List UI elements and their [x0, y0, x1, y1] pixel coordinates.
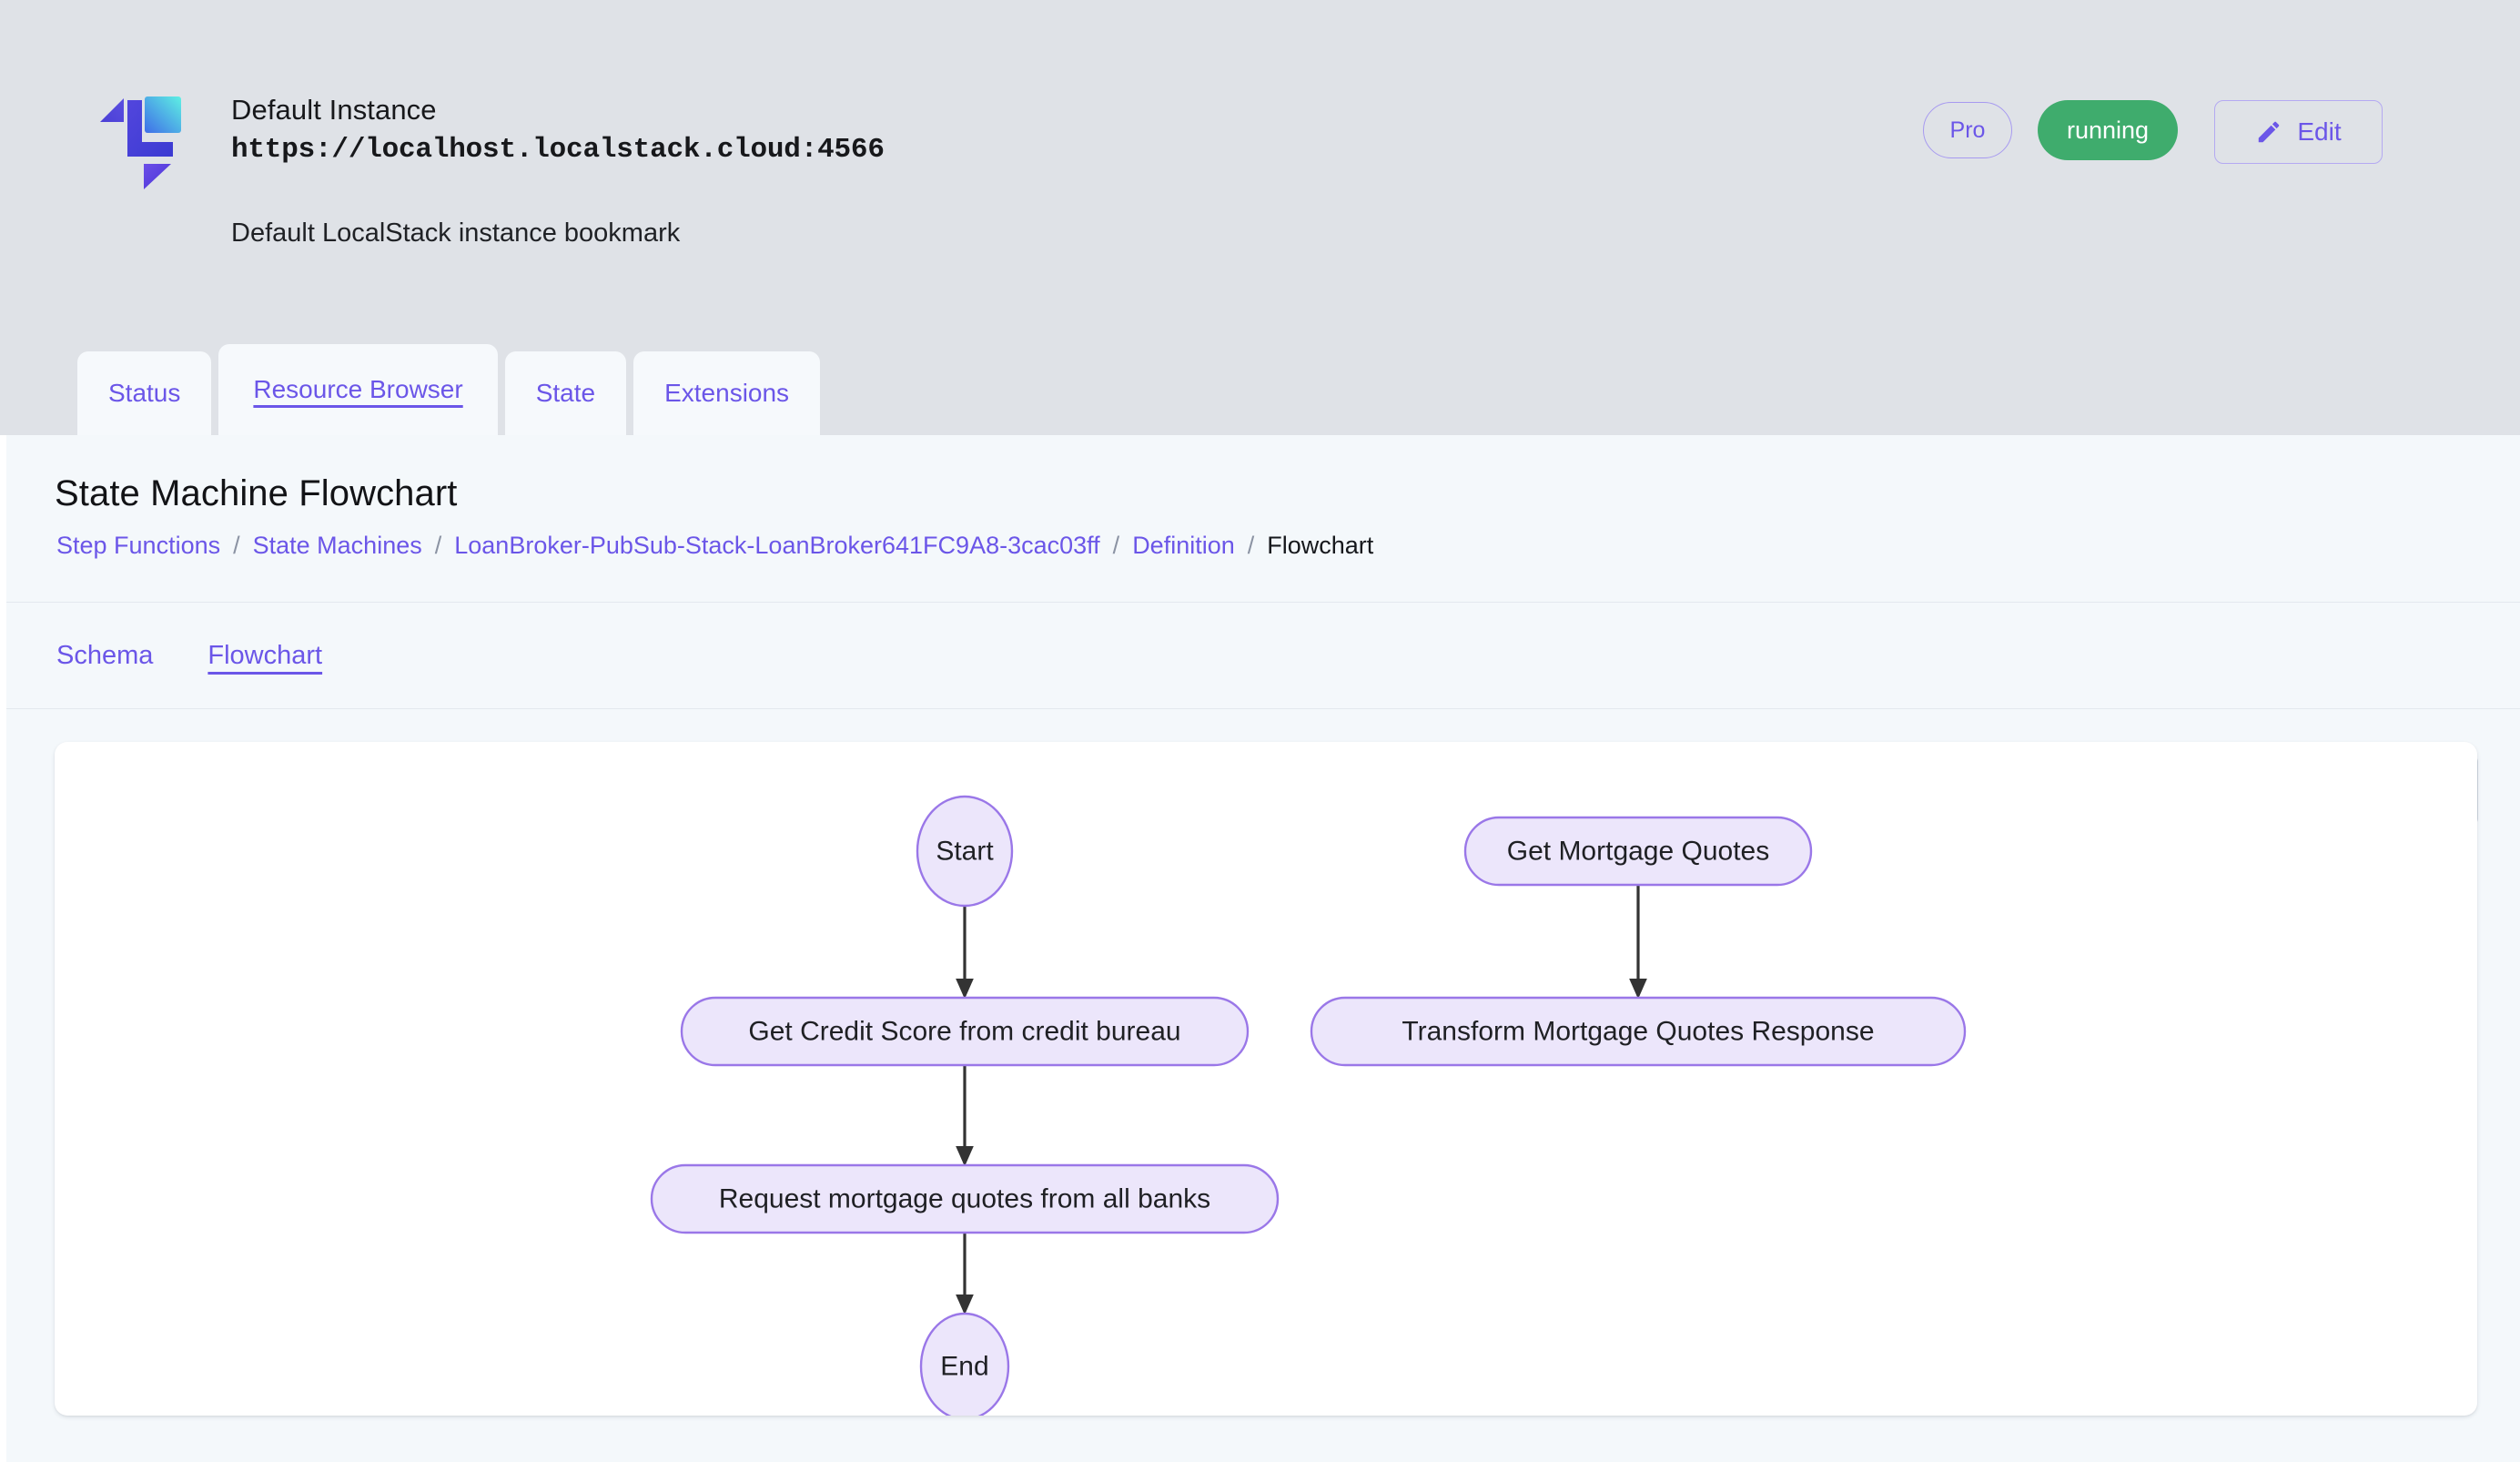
pro-badge[interactable]: Pro	[1923, 102, 2012, 158]
breadcrumb-item-state-machines[interactable]: State Machines	[252, 532, 422, 559]
flowchart-node-end[interactable]: End	[919, 1312, 1010, 1416]
status-badge[interactable]: running	[2038, 100, 2178, 160]
instance-url: https://localhost.localstack.cloud:4566	[231, 134, 885, 166]
tab-extensions[interactable]: Extensions	[633, 351, 821, 435]
breadcrumb-item-flowchart: Flowchart	[1267, 532, 1374, 559]
instance-name: Default Instance	[231, 94, 437, 126]
page-title: State Machine Flowchart	[55, 473, 458, 513]
breadcrumb-item-step-functions[interactable]: Step Functions	[56, 532, 221, 559]
pencil-icon	[2255, 118, 2282, 146]
breadcrumb-separator: /	[1247, 532, 1255, 559]
instance-info: Default Instance https://localhost.local…	[231, 91, 885, 171]
main-tabs: Status Resource Browser State Extensions	[77, 344, 821, 435]
flowchart-node-credit[interactable]: Get Credit Score from credit bureau	[680, 996, 1250, 1067]
flowchart-node-shape	[650, 1163, 1280, 1234]
flowchart-node-start[interactable]: Start	[916, 795, 1014, 908]
subtab-schema[interactable]: Schema	[56, 641, 154, 670]
breadcrumb-item-state-machine-name[interactable]: LoanBroker-PubSub-Stack-LoanBroker641FC9…	[454, 532, 1100, 559]
localstack-logo-icon	[87, 84, 193, 191]
pro-badge-label: Pro	[1949, 117, 1986, 143]
flowchart-node-shape	[1310, 996, 1967, 1067]
tab-status[interactable]: Status	[77, 351, 212, 435]
tab-resource-browser-label: Resource Browser	[253, 375, 463, 403]
tab-extensions-label: Extensions	[664, 379, 790, 407]
breadcrumb-separator: /	[434, 532, 442, 559]
instance-description: Default LocalStack instance bookmark	[231, 218, 681, 248]
subtab-flowchart[interactable]: Flowchart	[207, 641, 323, 670]
content-area: State Machine Flowchart Step Functions /…	[6, 435, 2520, 1462]
flowchart-node-label: Start	[936, 837, 994, 867]
tab-resource-browser[interactable]: Resource Browser	[218, 344, 498, 435]
sub-tabs: Schema Flowchart	[6, 603, 2520, 709]
status-badge-label: running	[2066, 116, 2150, 144]
edit-button-label: Edit	[2297, 117, 2342, 146]
flowchart-node-label: Request mortgage quotes from all banks	[719, 1184, 1210, 1214]
flowchart-node-shape	[919, 1312, 1010, 1416]
flowchart-node-shape	[1463, 816, 1813, 887]
flowchart-node-shape	[916, 795, 1014, 908]
tab-state-label: State	[535, 379, 596, 407]
breadcrumb-item-definition[interactable]: Definition	[1132, 532, 1235, 559]
flowchart-node-label: Get Mortgage Quotes	[1507, 837, 1770, 867]
tab-status-label: Status	[108, 379, 181, 407]
flowchart-node-shape	[680, 996, 1250, 1067]
flowchart-node-transform[interactable]: Transform Mortgage Quotes Response	[1310, 996, 1967, 1067]
flowchart-node-getquotes[interactable]: Get Mortgage Quotes	[1463, 816, 1813, 887]
flowchart-node-label: Get Credit Score from credit bureau	[748, 1017, 1180, 1047]
flowchart-node-label: End	[940, 1352, 988, 1382]
instance-header: Default Instance https://localhost.local…	[0, 0, 2520, 435]
breadcrumb-separator: /	[233, 532, 240, 559]
breadcrumb-separator: /	[1112, 532, 1120, 559]
page-header: State Machine Flowchart Step Functions /…	[6, 435, 2520, 826]
flowchart-node-request[interactable]: Request mortgage quotes from all banks	[650, 1163, 1280, 1234]
flowchart-node-label: Transform Mortgage Quotes Response	[1402, 1017, 1874, 1047]
edit-button[interactable]: Edit	[2214, 100, 2383, 164]
breadcrumb: Step Functions / State Machines / LoanBr…	[56, 530, 1373, 561]
flowchart-edges	[956, 885, 1647, 1315]
tab-state[interactable]: State	[504, 351, 627, 435]
